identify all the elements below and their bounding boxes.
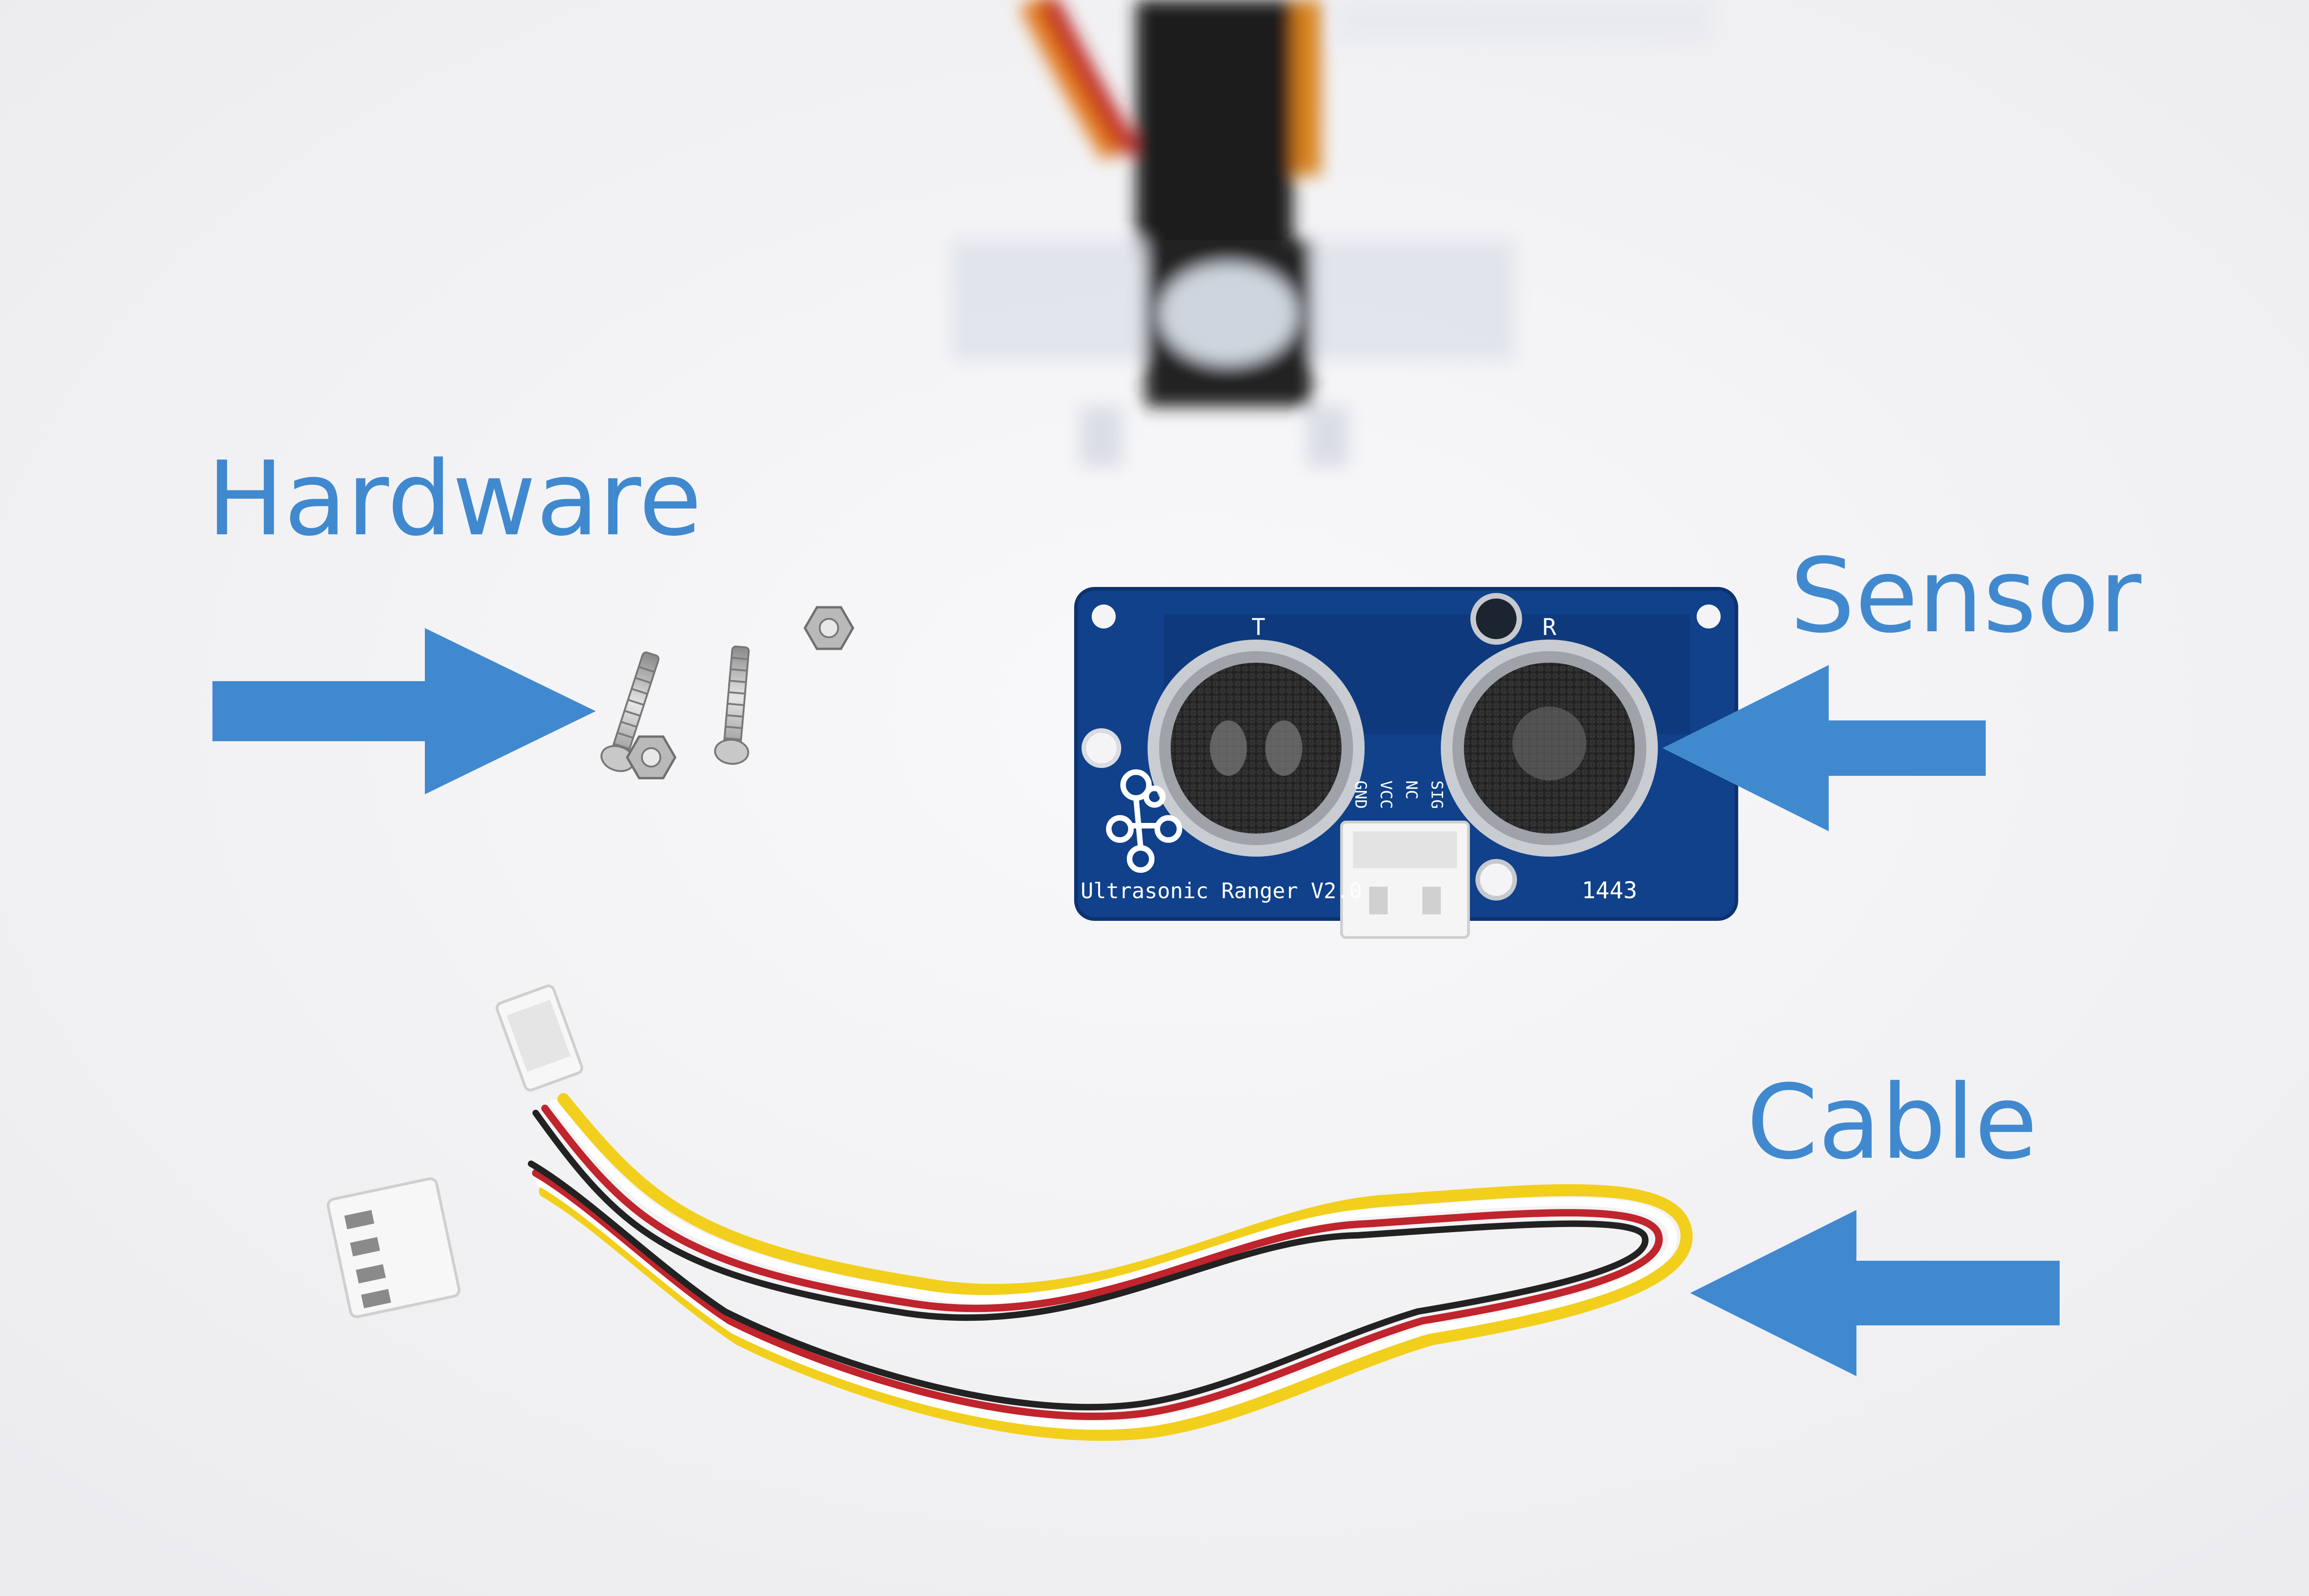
cable-connector (326, 1177, 461, 1318)
board-connector (1340, 821, 1470, 939)
grove-logo-icon (1106, 769, 1182, 873)
transmitter-mark: T (1251, 614, 1265, 641)
date-code: 1443 (1582, 877, 1637, 904)
board-name: Ultrasonic Ranger V2.0 (1081, 878, 1362, 903)
screw (600, 651, 660, 772)
screw (714, 645, 750, 765)
mounting-hole (1082, 728, 1121, 768)
nut (804, 606, 854, 650)
label-sensor: Sensor (1790, 537, 2141, 656)
arrow-left-icon (1690, 1210, 2060, 1376)
cable-wires (528, 1093, 1693, 1441)
grove-cable (326, 984, 1693, 1441)
pin-label-gnd: GND (1351, 780, 1370, 809)
pin-label-nc: NC (1402, 780, 1420, 799)
label-hardware: Hardware (207, 440, 702, 559)
hardware-parts (600, 606, 854, 780)
pin-label-sig: SIG (1427, 780, 1446, 809)
arrow-left-icon (1662, 665, 1986, 831)
servo-mount (951, 0, 1709, 466)
transmitter (1148, 640, 1365, 857)
ultrasonic-board: T R GND VCC NC SIG Ultrasonic Ranger V2.… (1074, 587, 1738, 939)
pin-label-vcc: VCC (1377, 780, 1395, 809)
arrow-right-icon (212, 628, 596, 794)
receiver (1441, 640, 1658, 857)
label-cable: Cable (1747, 1063, 2038, 1182)
mounting-hole (1475, 859, 1517, 901)
nut (626, 735, 677, 780)
cable-connector (496, 984, 584, 1092)
receiver-mark: R (1542, 614, 1557, 641)
mounting-hole (1470, 593, 1522, 645)
